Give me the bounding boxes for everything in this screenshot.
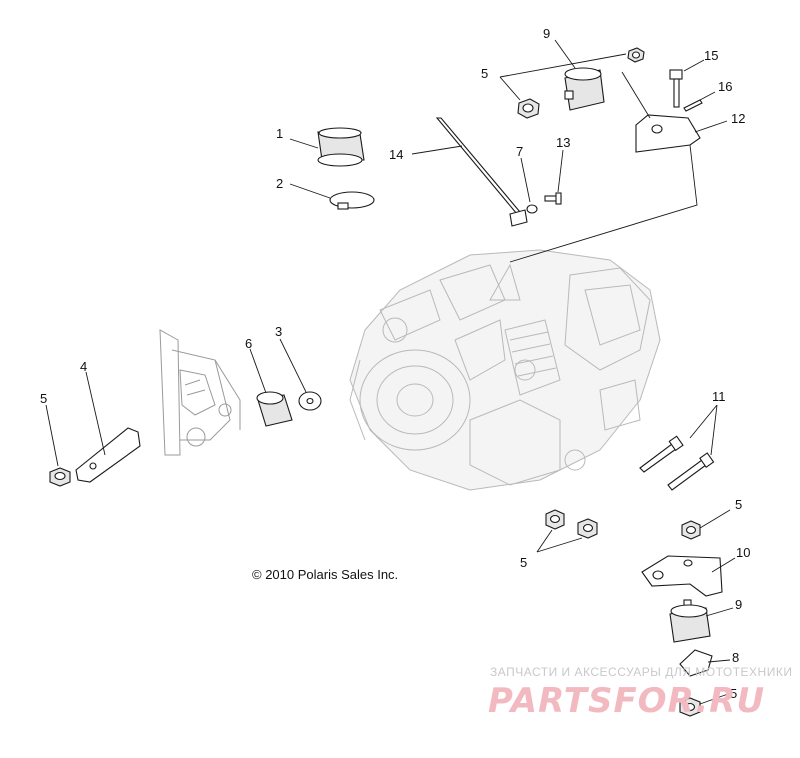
part-10-bracket	[641, 555, 736, 597]
part-5-nut-left	[45, 404, 71, 487]
part-6-mount	[249, 348, 293, 427]
part-13-bolt	[544, 149, 564, 205]
callout-16: 16	[718, 79, 732, 94]
engine-assembly	[349, 249, 661, 491]
part-11-bolts	[639, 404, 718, 491]
part-16-pin	[683, 91, 716, 112]
part-9-rubber-mount-bottom	[669, 599, 734, 643]
part-5-nut-bottom	[679, 693, 729, 717]
callout-4: 4	[80, 359, 87, 374]
callout-5-bottom: 5	[730, 686, 737, 701]
leader-bracket-to-engine	[509, 144, 698, 263]
callout-7: 7	[516, 144, 523, 159]
watermark-logo: PARTSFOR.RU	[488, 681, 765, 721]
callout-1: 1	[276, 126, 283, 141]
callout-12: 12	[731, 111, 745, 126]
callout-5-top: 5	[481, 66, 488, 81]
callout-13: 13	[556, 135, 570, 150]
part-9-rubber-mount-top	[554, 39, 605, 111]
part-15-bolt	[669, 59, 705, 108]
vehicle-frame	[159, 329, 241, 456]
callout-9-bottom: 9	[735, 597, 742, 612]
callout-2: 2	[276, 176, 283, 191]
part-2-hose-clamp	[289, 183, 375, 210]
part-1-intake-boot	[289, 127, 365, 167]
part-14-rod	[411, 117, 528, 227]
part-3-washer	[279, 338, 322, 411]
callout-11: 11	[712, 389, 726, 404]
part-12-bracket	[621, 71, 728, 153]
watermark-tagline: ЗАПЧАСТИ И АКСЕССУАРЫ ДЛЯ МОТОТЕХНИКИ	[490, 665, 792, 679]
callout-5-left: 5	[40, 391, 47, 406]
callout-5-middle: 5	[520, 555, 527, 570]
callout-8: 8	[732, 650, 739, 665]
part-8-plate	[679, 649, 731, 677]
callout-6: 6	[245, 336, 252, 351]
callout-9-top: 9	[543, 26, 550, 41]
part-5-nuts-middle	[536, 509, 598, 553]
callout-15: 15	[704, 48, 718, 63]
part-5-nut-top	[499, 47, 645, 119]
callout-3: 3	[275, 324, 282, 339]
part-7-washer	[520, 157, 538, 214]
callout-10: 10	[736, 545, 750, 560]
callout-5-right: 5	[735, 497, 742, 512]
callout-14: 14	[389, 147, 403, 162]
part-5-nut-right	[681, 509, 731, 540]
copyright-notice: © 2010 Polaris Sales Inc.	[252, 567, 398, 582]
part-4-plate	[75, 371, 141, 483]
